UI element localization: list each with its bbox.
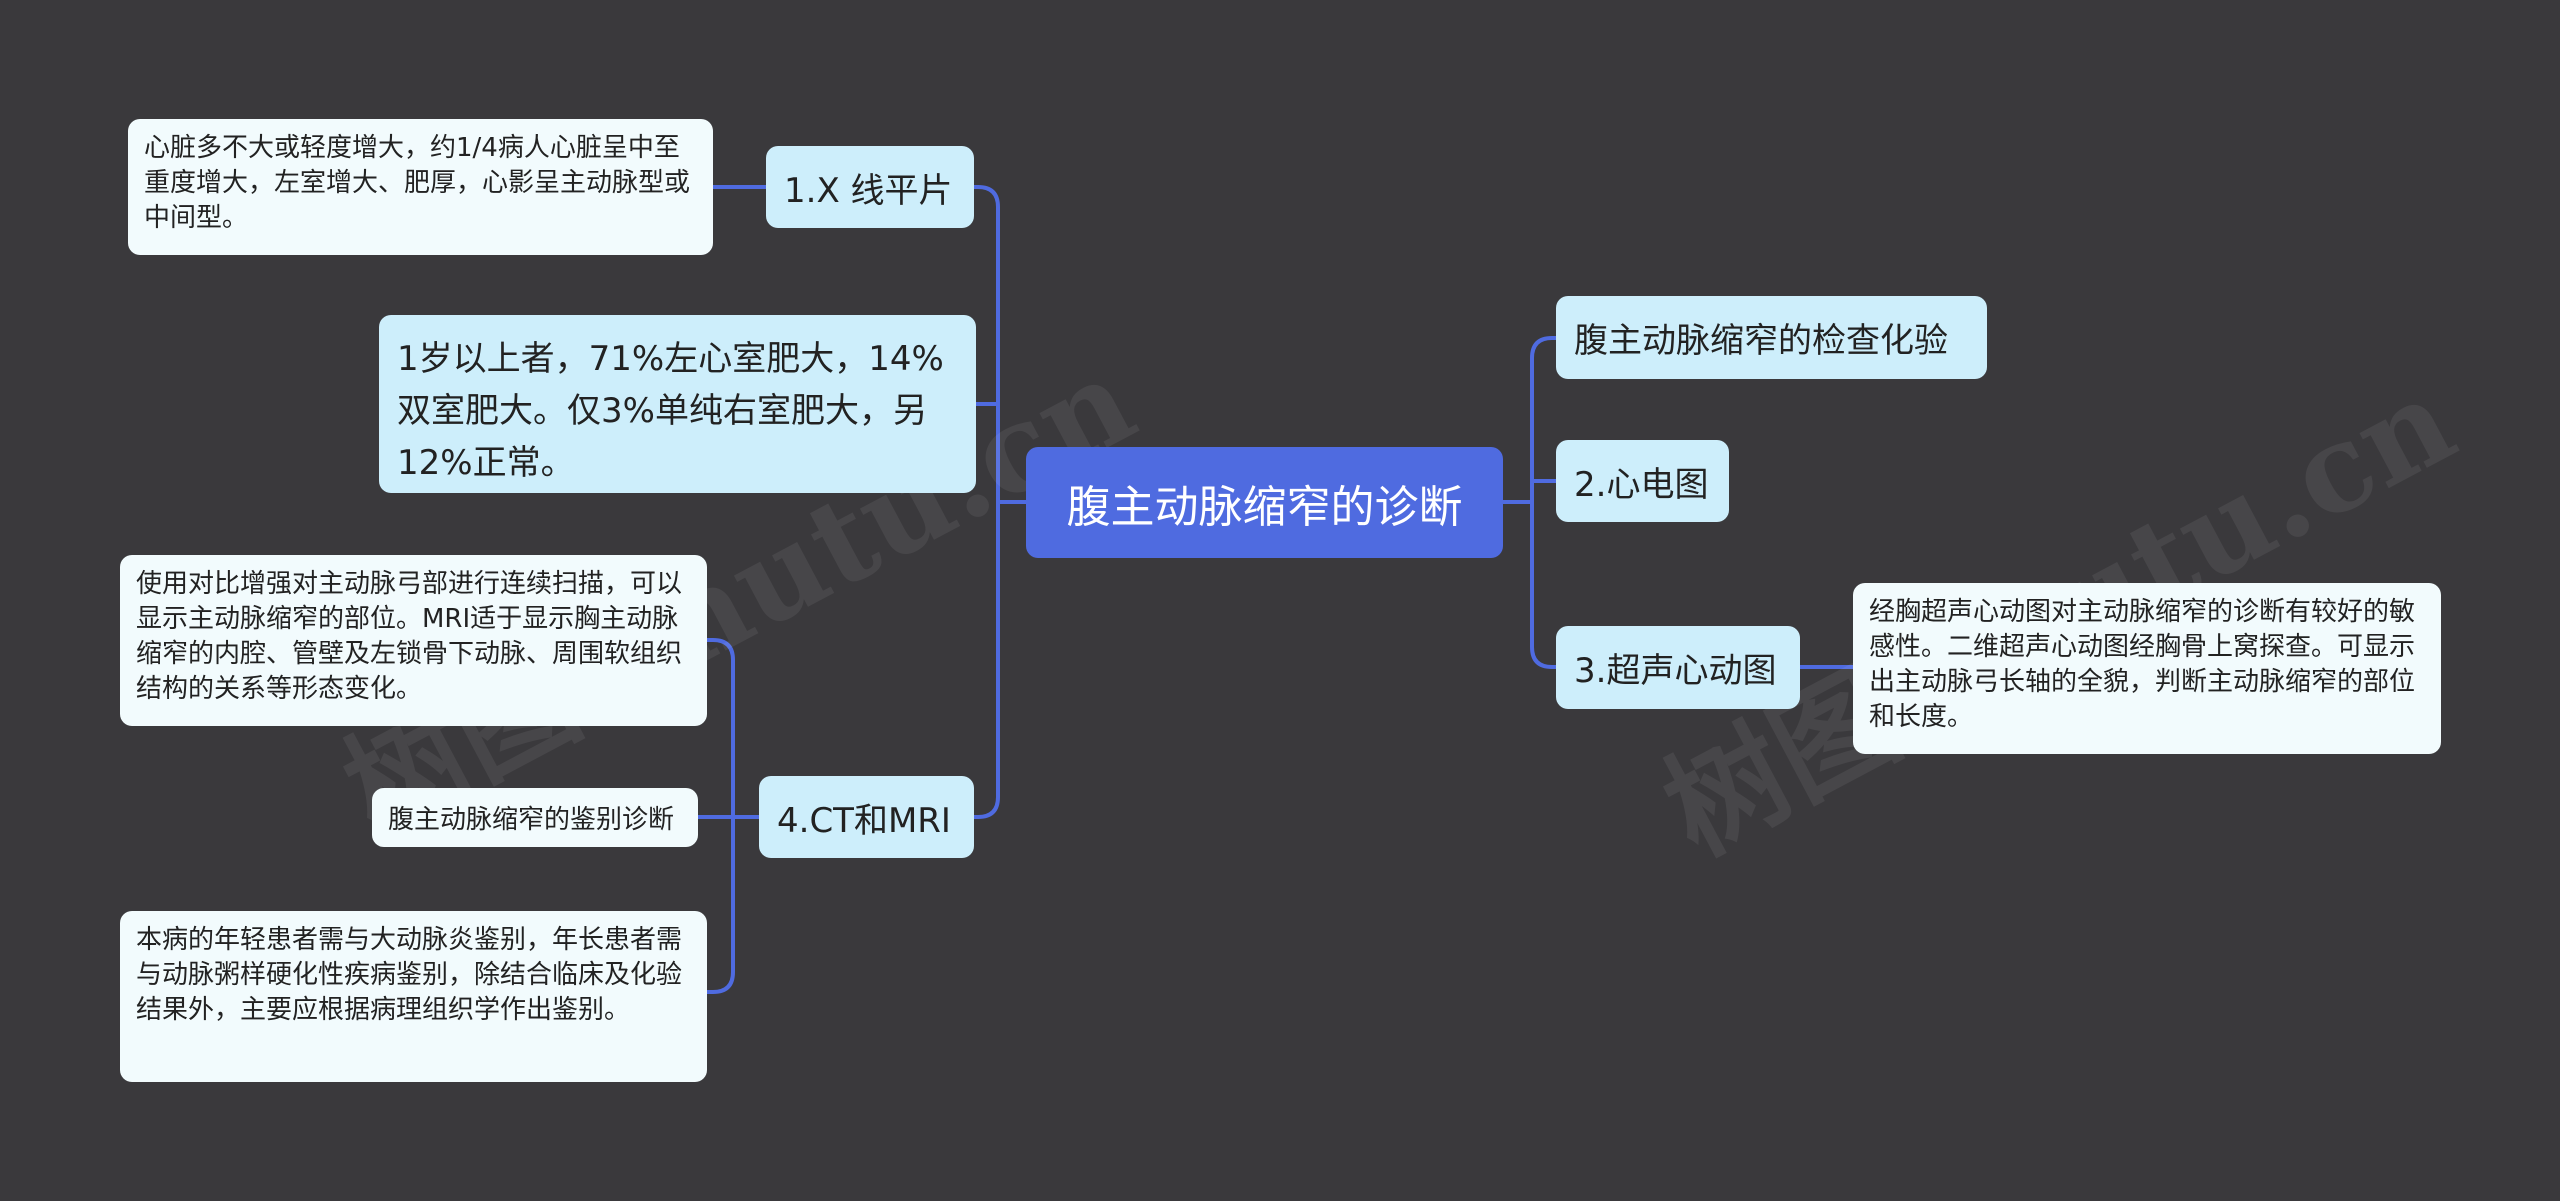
branch-ct-mri-label: 4.CT和MRI	[777, 800, 951, 841]
leaf-echo-note-text: 经胸超声心动图对主动脉缩窄的诊断有较好的敏感性。二维超声心动图经胸骨上窝探查。可…	[1869, 597, 2416, 732]
connector-left-trunk	[976, 185, 1000, 819]
branch-lab-label: 腹主动脉缩窄的检查化验	[1574, 321, 1948, 361]
root-topic[interactable]: 腹主动脉缩窄的诊断	[1026, 447, 1503, 558]
leaf-echo-note[interactable]: 经胸超声心动图对主动脉缩窄的诊断有较好的敏感性。二维超声心动图经胸骨上窝探查。可…	[1853, 583, 2441, 754]
branch-xray[interactable]: 1.X 线平片	[766, 146, 974, 228]
branch-echo-label: 3.超声心动图	[1574, 651, 1777, 691]
branch-age-stats-label: 1岁以上者，71%左心室肥大，14%双室肥大。仅3%单纯右室肥大，另12%正常。	[397, 339, 944, 483]
leaf-differential-label-text: 腹主动脉缩窄的鉴别诊断	[388, 805, 675, 835]
connector-right-trunk	[1530, 336, 1558, 669]
branch-age-stats[interactable]: 1岁以上者，71%左心室肥大，14%双室肥大。仅3%单纯右室肥大，另12%正常。	[379, 315, 976, 493]
branch-ecg-label: 2.心电图	[1574, 464, 1709, 505]
leaf-differential-label[interactable]: 腹主动脉缩窄的鉴别诊断	[372, 788, 698, 847]
branch-ct-mri[interactable]: 4.CT和MRI	[759, 776, 974, 858]
leaf-xray-note[interactable]: 心脏多不大或轻度增大，约1/4病人心脏呈中至重度增大，左室增大、肥厚，心影呈主动…	[128, 119, 713, 255]
leaf-ct-mri-scan-note[interactable]: 使用对比增强对主动脉弓部进行连续扫描，可以显示主动脉缩窄的部位。MRI适于显示胸…	[120, 555, 707, 726]
root-topic-label: 腹主动脉缩窄的诊断	[1066, 481, 1463, 533]
connector-ctmri-leaves	[696, 638, 761, 994]
leaf-differential-note[interactable]: 本病的年轻患者需与大动脉炎鉴别，年长患者需与动脉粥样硬化性疾病鉴别，除结合临床及…	[120, 911, 707, 1082]
leaf-differential-note-text: 本病的年轻患者需与大动脉炎鉴别，年长患者需与动脉粥样硬化性疾病鉴别，除结合临床及…	[136, 925, 683, 1025]
leaf-xray-note-text: 心脏多不大或轻度增大，约1/4病人心脏呈中至重度增大，左室增大、肥厚，心影呈主动…	[144, 133, 691, 233]
branch-echo[interactable]: 3.超声心动图	[1556, 626, 1800, 709]
leaf-ct-mri-scan-note-text: 使用对比增强对主动脉弓部进行连续扫描，可以显示主动脉缩窄的部位。MRI适于显示胸…	[136, 569, 683, 704]
branch-lab[interactable]: 腹主动脉缩窄的检查化验	[1556, 296, 1987, 379]
branch-ecg[interactable]: 2.心电图	[1556, 440, 1729, 522]
branch-xray-label: 1.X 线平片	[784, 170, 953, 211]
